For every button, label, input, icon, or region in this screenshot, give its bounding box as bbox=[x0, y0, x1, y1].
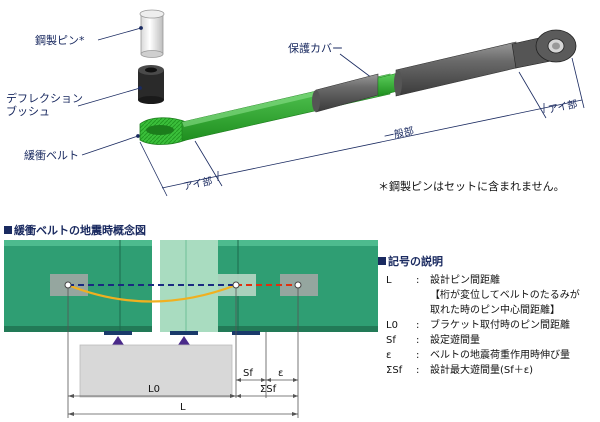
deflection-bush-callout: デフレクション ブッシュ bbox=[6, 92, 83, 118]
legend-symbol: ΣSf bbox=[386, 365, 403, 376]
l-label: L bbox=[180, 402, 186, 413]
protective-cover-illustration bbox=[312, 29, 577, 113]
legend-row-sigma-sf: ΣSf : 設計最大遊間量(Sf＋ε) bbox=[386, 363, 598, 378]
legend-symbol: L0 bbox=[386, 320, 398, 331]
legend-title: 記号の説明 bbox=[378, 253, 598, 269]
sf-label: Sf bbox=[243, 368, 253, 379]
sigma-sf-label: ΣSf bbox=[260, 384, 277, 395]
legend-desc: ブラケット取付時のピン間距離 bbox=[430, 320, 570, 331]
legend-colon: : bbox=[416, 365, 420, 376]
eye-right-label: アイ部 bbox=[547, 97, 579, 116]
legend-colon: : bbox=[416, 350, 420, 361]
symbol-legend: 記号の説明 L : 設計ピン間距離 【桁が変位してベルトのたるみが 取れた時のピ… bbox=[378, 253, 598, 378]
epsilon-label: ε bbox=[278, 368, 283, 379]
steel-pin-callout: 鋼製ピン* bbox=[35, 34, 85, 47]
deflection-bush-illustration bbox=[138, 65, 164, 104]
buffer-belt-callout: 緩衝ベルト bbox=[24, 149, 79, 162]
legend-row-l-cont1: 【桁が変位してベルトのたるみが bbox=[430, 290, 580, 301]
legend-desc: 設計最大遊間量(Sf＋ε) bbox=[430, 365, 534, 376]
legend-desc: 設計ピン間距離 bbox=[430, 275, 500, 286]
legend-colon: : bbox=[416, 335, 420, 346]
legend-symbol: ε bbox=[386, 350, 392, 361]
concept-dimension-arrows bbox=[68, 378, 298, 416]
protective-cover-callout: 保護カバー bbox=[288, 42, 343, 55]
concept-figure bbox=[4, 240, 378, 398]
legend-symbol: L bbox=[386, 275, 392, 286]
deflection-bush-line1: デフレクション bbox=[6, 92, 83, 105]
legend-row-epsilon: ε : ベルトの地震荷重作用時伸び量 bbox=[386, 348, 598, 363]
l0-label: L0 bbox=[148, 384, 160, 395]
general-label: 一般部 bbox=[383, 124, 415, 143]
legend-desc: 設定遊間量 bbox=[430, 335, 480, 346]
steel-pin-note: ＊鋼製ピンはセットに含まれません。 bbox=[378, 180, 565, 193]
legend-row-l-cont2: 取れた時のピン中心間距離】 bbox=[430, 305, 560, 316]
legend-colon: : bbox=[416, 320, 420, 331]
legend-colon: : bbox=[416, 275, 420, 286]
concept-figure-title: 緩衝ベルトの地震時概念図 bbox=[4, 222, 146, 238]
legend-row-l: L : 設計ピン間距離 bbox=[386, 273, 598, 288]
eye-left-label: アイ部 bbox=[182, 174, 214, 193]
legend-title-text: 記号の説明 bbox=[388, 255, 443, 268]
steel-pin-illustration bbox=[139, 9, 165, 58]
title-square-icon bbox=[4, 226, 12, 234]
part-dimension-lines bbox=[139, 57, 585, 197]
concept-title-text: 緩衝ベルトの地震時概念図 bbox=[14, 224, 146, 237]
legend-square-icon bbox=[378, 257, 386, 265]
legend-row-sf: Sf : 設定遊間量 bbox=[386, 333, 598, 348]
concept-dimension-lines bbox=[67, 288, 299, 418]
deflection-bush-line2: ブッシュ bbox=[6, 105, 50, 118]
legend-symbol: Sf bbox=[386, 335, 396, 346]
legend-desc: ベルトの地震荷重作用時伸び量 bbox=[430, 350, 570, 361]
legend-row-l0: L0 : ブラケット取付時のピン間距離 bbox=[386, 318, 598, 333]
